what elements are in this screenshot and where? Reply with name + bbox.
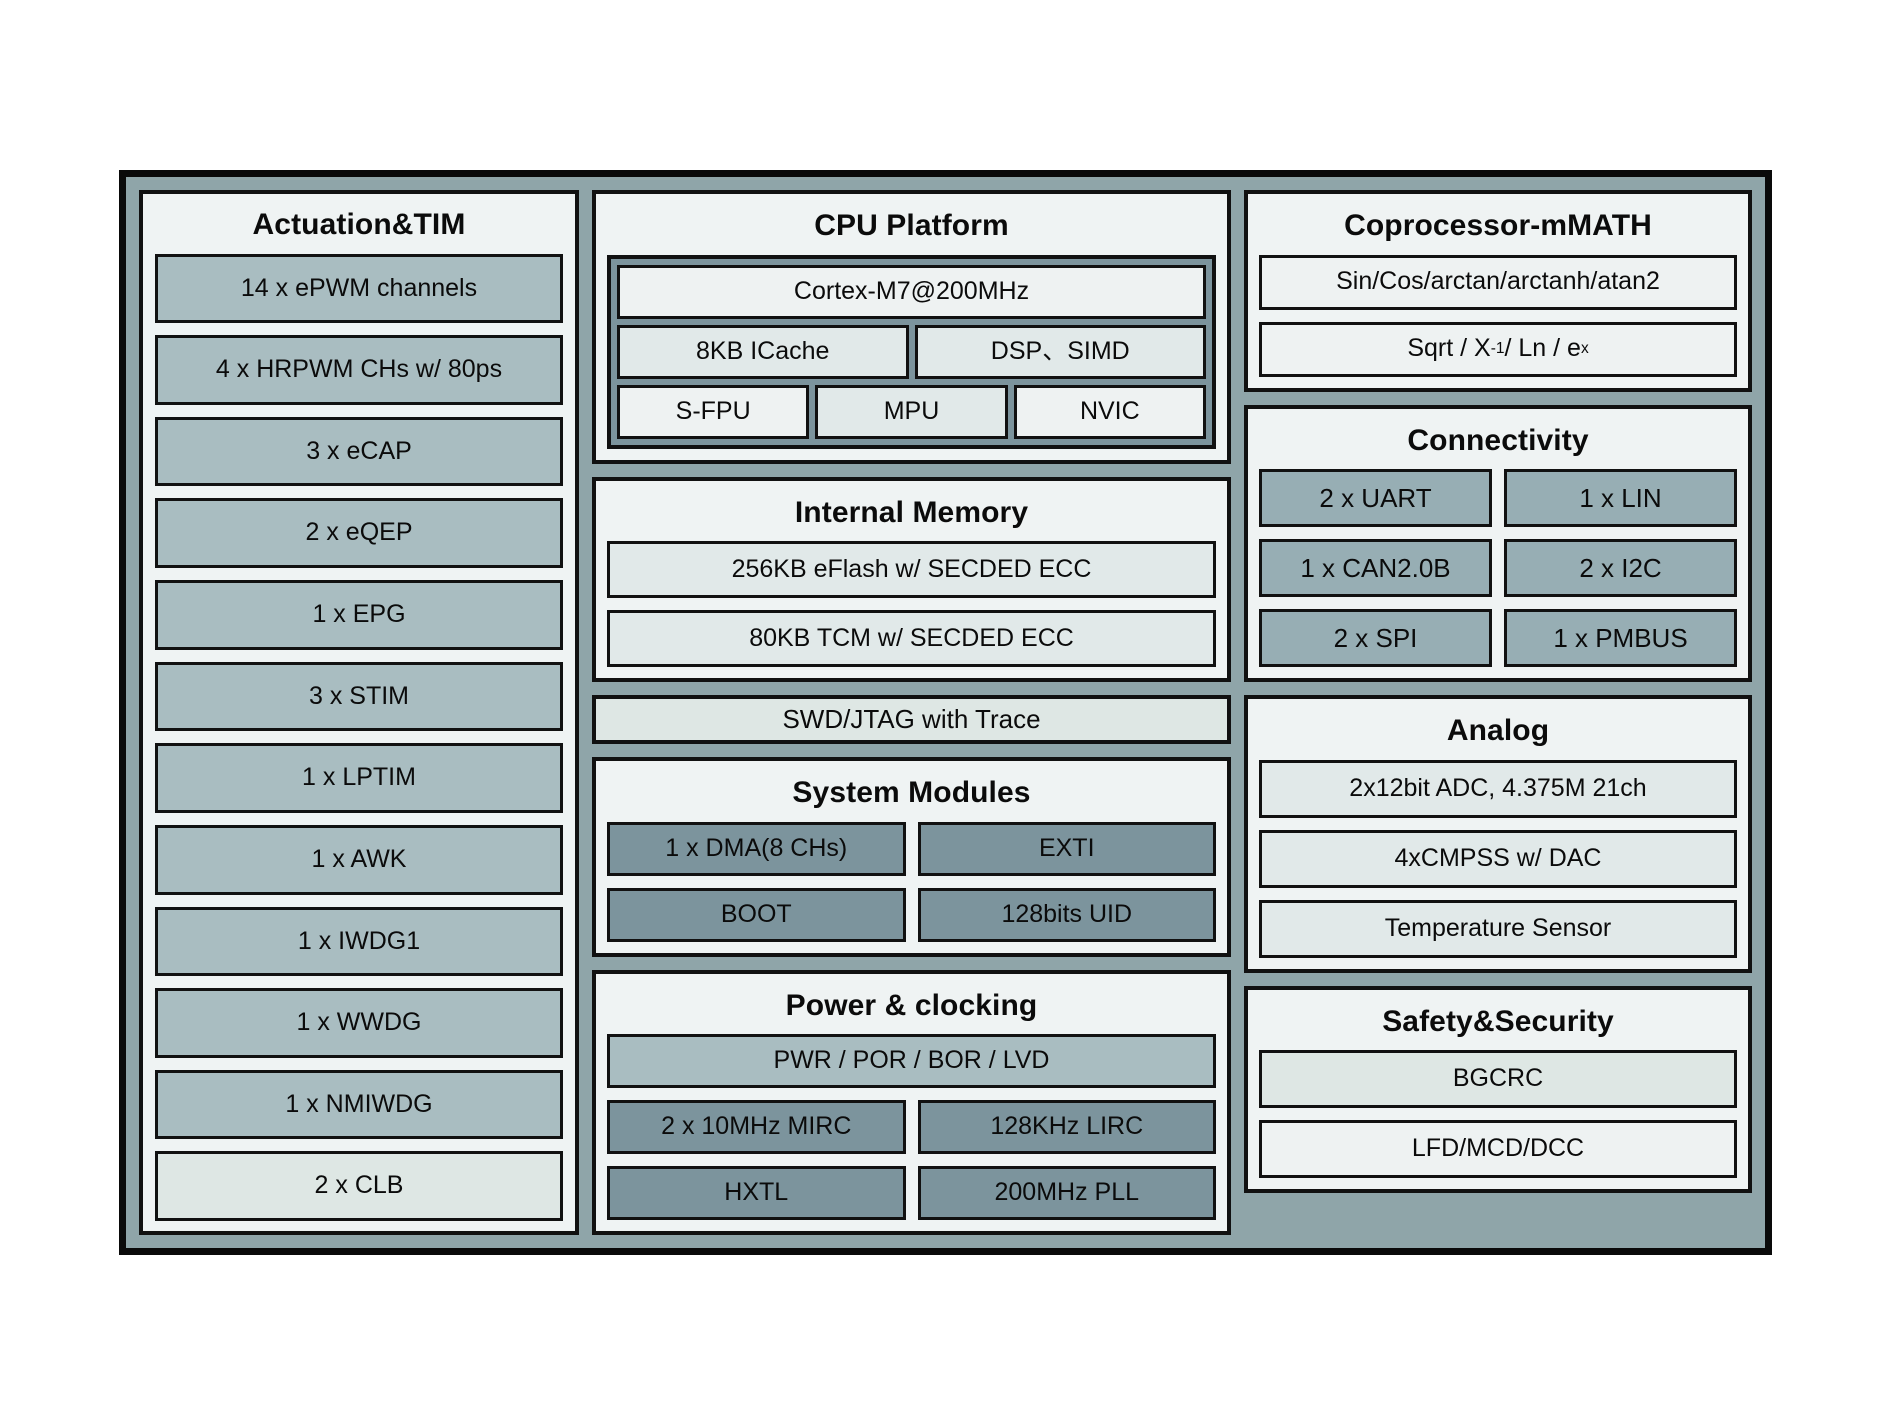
system-modules-row-1: 1 x DMA(8 CHs) EXTI: [607, 821, 1216, 876]
list-item[interactable]: 2 x eQEP: [155, 498, 563, 568]
uart-box[interactable]: 2 x UART: [1259, 469, 1492, 527]
actuation-item-list: 14 x ePWM channels 4 x HRPWM CHs w/ 80ps…: [155, 253, 563, 1221]
list-item[interactable]: 1 x AWK: [155, 824, 563, 895]
panel-title-connectivity: Connectivity: [1407, 423, 1589, 457]
connectivity-row-2: 1 x CAN2.0B 2 x I2C: [1259, 539, 1737, 597]
list-item[interactable]: 1 x NMIWDG: [155, 1069, 563, 1140]
panel-title-safety-security: Safety&Security: [1382, 1004, 1614, 1038]
can-box[interactable]: 1 x CAN2.0B: [1259, 539, 1492, 597]
connectivity-row-1: 2 x UART 1 x LIN: [1259, 469, 1737, 527]
memory-tcm-box[interactable]: 80KB TCM w/ SECDED ECC: [607, 610, 1216, 667]
list-item[interactable]: 3 x STIM: [155, 661, 563, 732]
power-clocking-grid: PWR / POR / BOR / LVD 2 x 10MHz MIRC 128…: [607, 1034, 1216, 1220]
right-column: Coprocessor-mMATH Sin/Cos/arctan/arctanh…: [1244, 190, 1752, 1235]
power-clocking-row-2: 2 x 10MHz MIRC 128KHz LIRC: [607, 1100, 1216, 1154]
cpu-mpu-box[interactable]: MPU: [815, 384, 1008, 439]
panel-internal-memory: Internal Memory 256KB eFlash w/ SECDED E…: [592, 476, 1231, 682]
cpu-sfpu-box[interactable]: S-FPU: [617, 384, 810, 439]
boot-box[interactable]: BOOT: [607, 887, 906, 942]
panel-title-coprocessor: Coprocessor-mMATH: [1344, 209, 1652, 242]
pll-box[interactable]: 200MHz PLL: [917, 1166, 1216, 1220]
temperature-sensor-box[interactable]: Temperature Sensor: [1259, 899, 1737, 958]
trig-functions-box[interactable]: Sin/Cos/arctan/arctanh/atan2: [1259, 254, 1737, 310]
hxtl-box[interactable]: HXTL: [607, 1166, 906, 1220]
memory-eflash-box[interactable]: 256KB eFlash w/ SECDED ECC: [607, 541, 1216, 598]
panel-power-clocking: Power & clocking PWR / POR / BOR / LVD 2…: [592, 969, 1231, 1235]
internal-memory-list: 256KB eFlash w/ SECDED ECC 80KB TCM w/ S…: [607, 541, 1216, 667]
cpu-core-group: Cortex-M7@200MHz 8KB ICache DSP、SIMD S-F…: [607, 254, 1216, 449]
panel-title-cpu-platform: CPU Platform: [814, 209, 1009, 242]
lin-box[interactable]: 1 x LIN: [1504, 469, 1737, 527]
list-item[interactable]: 1 x EPG: [155, 580, 563, 650]
panel-actuation-tim: Actuation&TIM 14 x ePWM channels 4 x HRP…: [139, 190, 579, 1235]
list-item[interactable]: 2 x CLB: [155, 1151, 563, 1221]
panel-system-modules: System Modules 1 x DMA(8 CHs) EXTI BOOT …: [592, 757, 1231, 957]
system-modules-grid: 1 x DMA(8 CHs) EXTI BOOT 128bits UID: [607, 821, 1216, 942]
panel-coprocessor-mmath: Coprocessor-mMATH Sin/Cos/arctan/arctanh…: [1244, 190, 1752, 392]
panel-connectivity: Connectivity 2 x UART 1 x LIN 1 x CAN2.0…: [1244, 404, 1752, 682]
debug-swd-jtag-box[interactable]: SWD/JTAG with Trace: [592, 695, 1231, 744]
left-column: Actuation&TIM 14 x ePWM channels 4 x HRP…: [139, 190, 579, 1235]
uid-box[interactable]: 128bits UID: [917, 887, 1216, 942]
connectivity-row-3: 2 x SPI 1 x PMBUS: [1259, 609, 1737, 667]
cpu-icache-box[interactable]: 8KB ICache: [617, 324, 909, 379]
lirc-box[interactable]: 128KHz LIRC: [917, 1100, 1216, 1154]
pwr-por-bor-lvd-box[interactable]: PWR / POR / BOR / LVD: [607, 1034, 1216, 1088]
panel-title-internal-memory: Internal Memory: [794, 495, 1029, 529]
cpu-dsp-simd-box[interactable]: DSP、SIMD: [914, 324, 1206, 379]
adc-box[interactable]: 2x12bit ADC, 4.375M 21ch: [1259, 759, 1737, 818]
power-clocking-row-3: HXTL 200MHz PLL: [607, 1166, 1216, 1220]
connectivity-grid: 2 x UART 1 x LIN 1 x CAN2.0B 2 x I2C 2 x…: [1259, 469, 1737, 667]
mirc-box[interactable]: 2 x 10MHz MIRC: [607, 1100, 906, 1154]
dma-box[interactable]: 1 x DMA(8 CHs): [607, 821, 906, 876]
cpu-nvic-box[interactable]: NVIC: [1013, 384, 1206, 439]
cpu-core-box[interactable]: Cortex-M7@200MHz: [617, 264, 1206, 319]
exti-box[interactable]: EXTI: [917, 821, 1216, 876]
panel-cpu-platform: CPU Platform Cortex-M7@200MHz 8KB ICache…: [592, 190, 1231, 464]
list-item[interactable]: 1 x IWDG1: [155, 906, 563, 977]
panel-title-actuation-tim: Actuation&TIM: [252, 208, 466, 241]
mcu-chip-outline: Actuation&TIM 14 x ePWM channels 4 x HRP…: [119, 170, 1772, 1255]
list-item[interactable]: 3 x eCAP: [155, 416, 563, 487]
lfd-mcd-dcc-box[interactable]: LFD/MCD/DCC: [1259, 1120, 1737, 1178]
bgcrc-box[interactable]: BGCRC: [1259, 1050, 1737, 1108]
panel-title-system-modules: System Modules: [792, 776, 1031, 809]
list-item[interactable]: 14 x ePWM channels: [155, 253, 563, 324]
list-item[interactable]: 1 x WWDG: [155, 988, 563, 1058]
safety-list: BGCRC LFD/MCD/DCC: [1259, 1050, 1737, 1178]
panel-analog: Analog 2x12bit ADC, 4.375M 21ch 4xCMPSS …: [1244, 695, 1752, 973]
panel-safety-security: Safety&Security BGCRC LFD/MCD/DCC: [1244, 985, 1752, 1193]
list-item[interactable]: 1 x LPTIM: [155, 743, 563, 813]
pmbus-box[interactable]: 1 x PMBUS: [1504, 609, 1737, 667]
cmpss-dac-box[interactable]: 4xCMPSS w/ DAC: [1259, 829, 1737, 888]
coprocessor-list: Sin/Cos/arctan/arctanh/atan2 Sqrt / X-1 …: [1259, 254, 1737, 377]
list-item[interactable]: 4 x HRPWM CHs w/ 80ps: [155, 335, 563, 405]
system-modules-row-2: BOOT 128bits UID: [607, 887, 1216, 942]
center-column: CPU Platform Cortex-M7@200MHz 8KB ICache…: [592, 190, 1231, 1235]
analog-list: 2x12bit ADC, 4.375M 21ch 4xCMPSS w/ DAC …: [1259, 759, 1737, 958]
panel-title-analog: Analog: [1446, 714, 1550, 747]
sqrt-prefix: Sqrt / X: [1407, 334, 1491, 363]
panel-title-power-clocking: Power & clocking: [785, 988, 1038, 1022]
spi-box[interactable]: 2 x SPI: [1259, 609, 1492, 667]
i2c-box[interactable]: 2 x I2C: [1504, 539, 1737, 597]
cpu-row-fpu-mpu-nvic: S-FPU MPU NVIC: [617, 384, 1206, 439]
cpu-row-cache-dsp: 8KB ICache DSP、SIMD: [617, 324, 1206, 379]
sqrt-middle: / Ln / e: [1504, 334, 1581, 363]
